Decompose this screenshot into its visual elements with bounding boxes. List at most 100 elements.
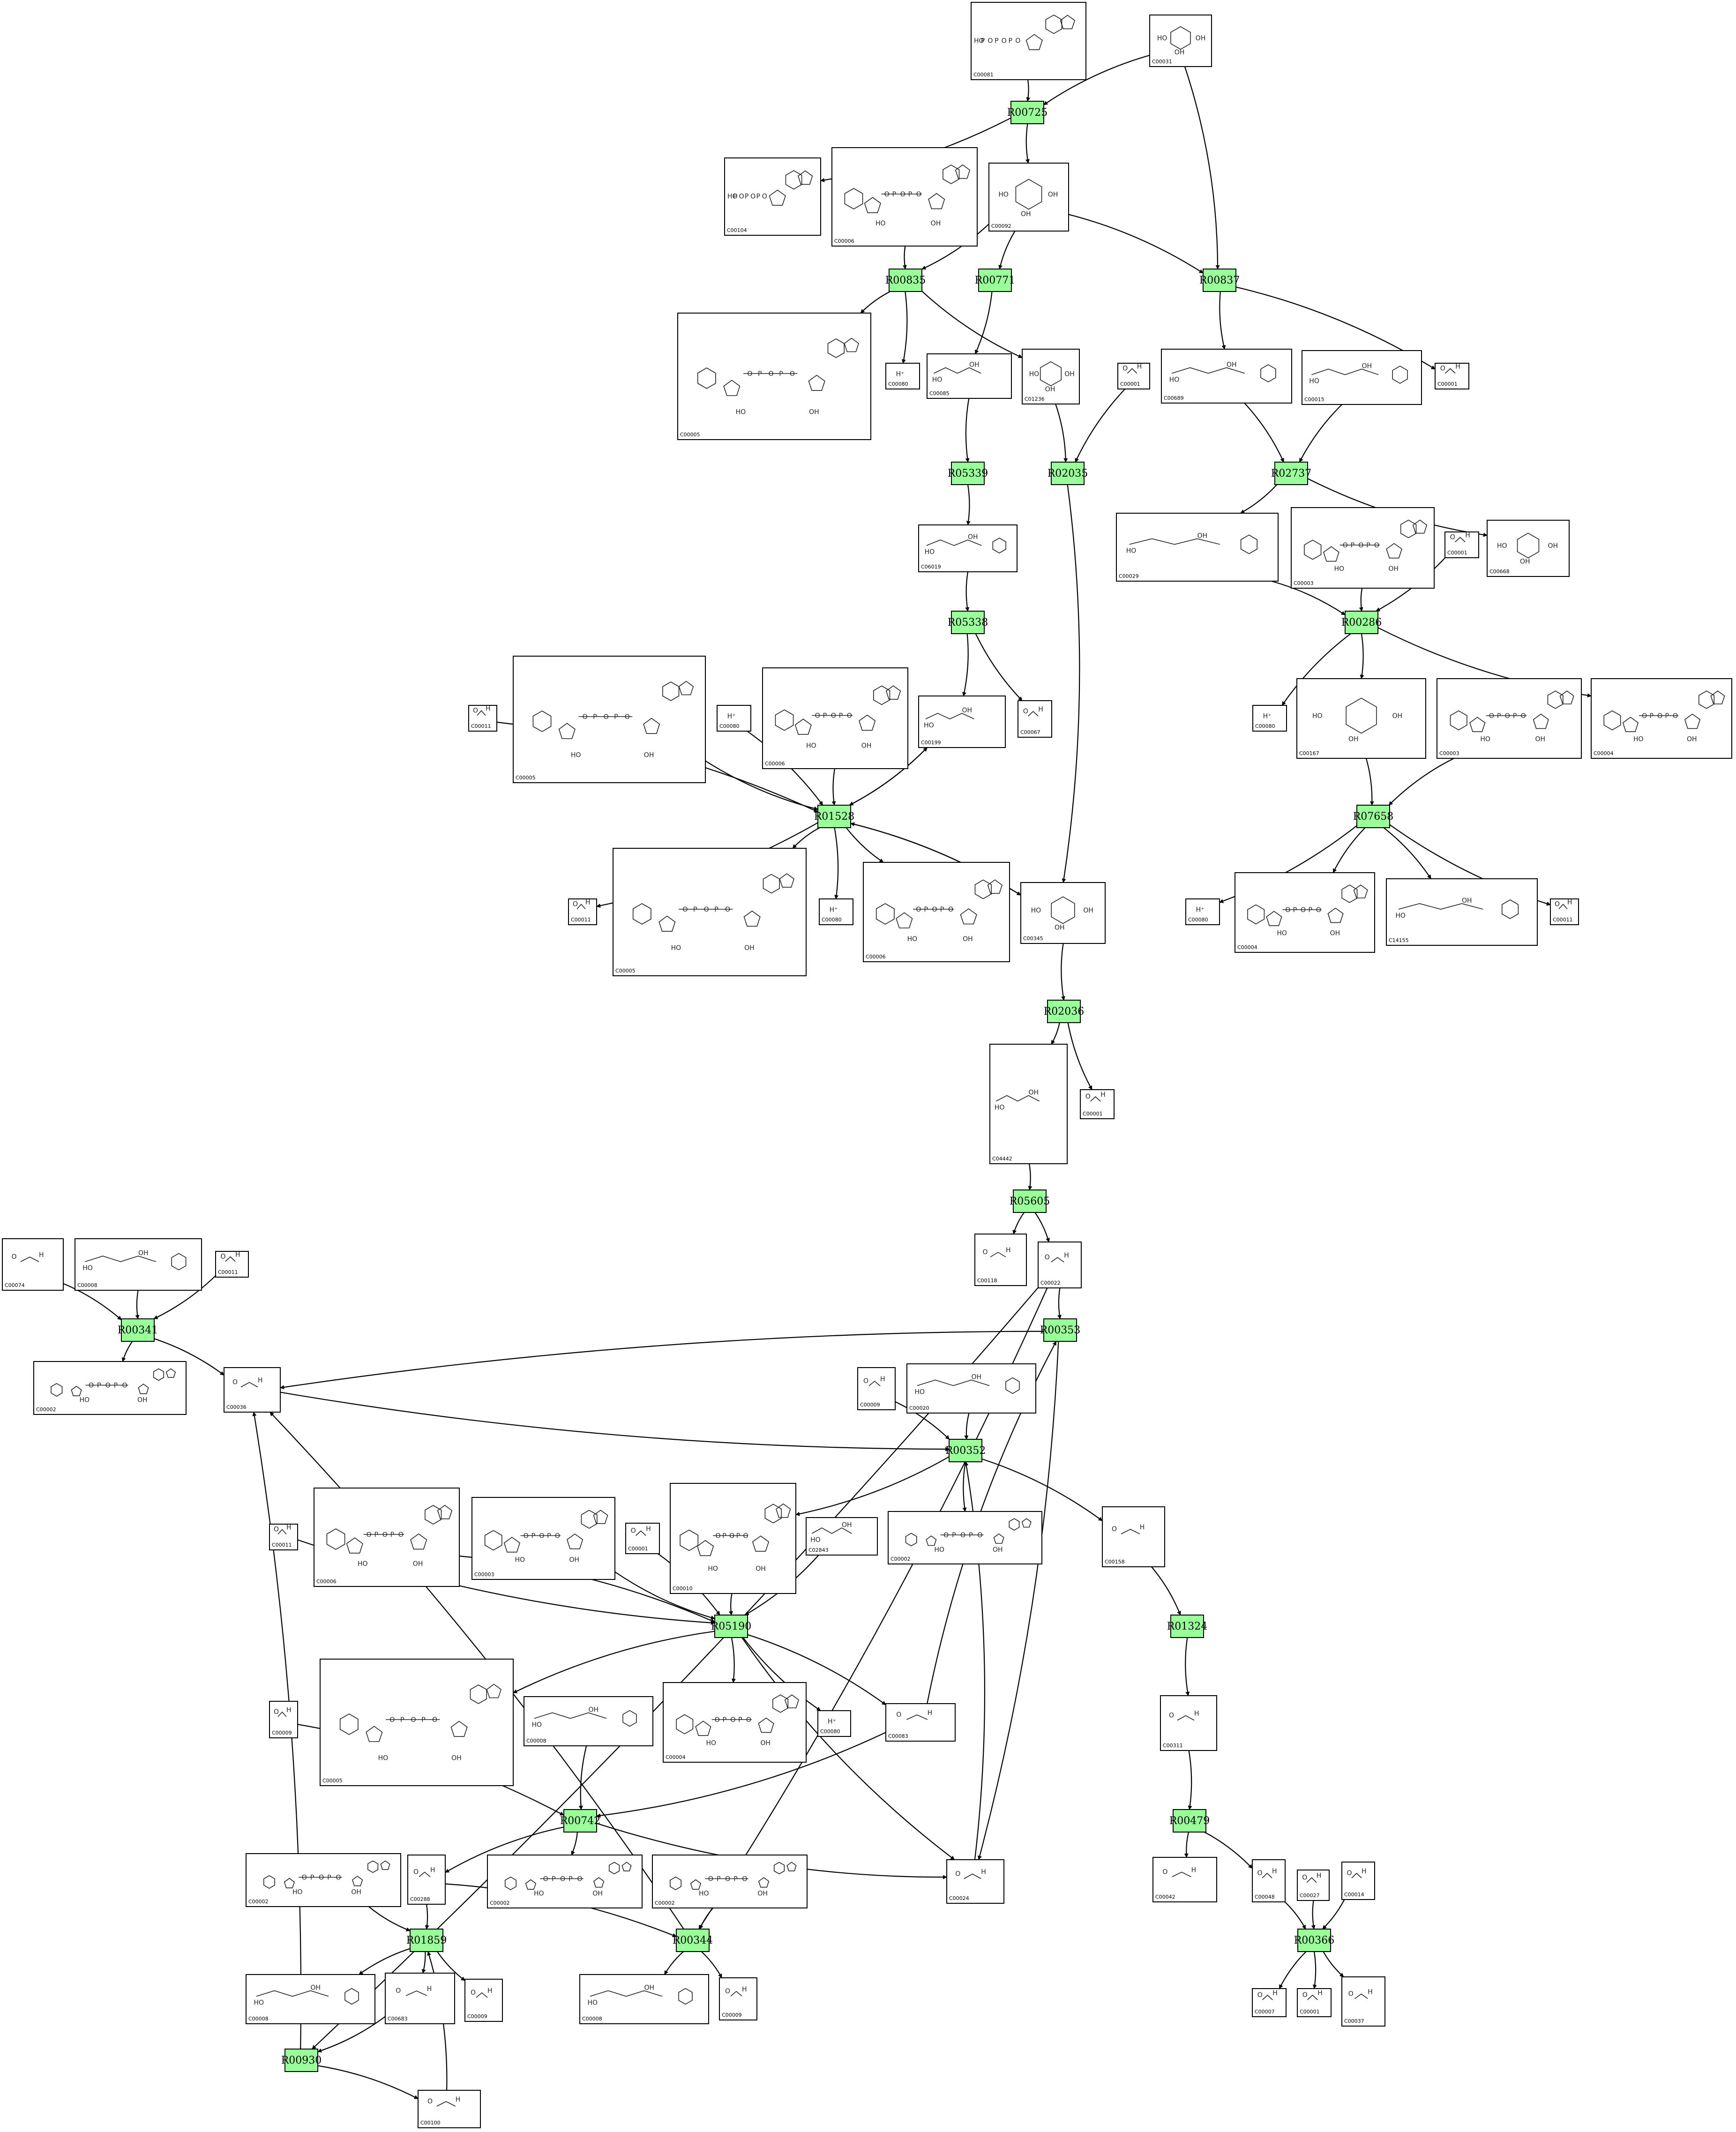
reaction-node[interactable]: R07658: [1353, 805, 1394, 828]
reaction-node[interactable]: R00353: [1040, 1318, 1081, 1342]
reaction-node[interactable]: R00344: [673, 1929, 713, 1952]
reaction-node[interactable]: R00837: [1199, 269, 1240, 292]
reaction-node[interactable]: R01528: [814, 805, 855, 828]
reaction-node[interactable]: R00366: [1294, 1929, 1335, 1952]
compound-node[interactable]: H⁺C00080: [817, 1710, 851, 1737]
reaction-node[interactable]: R00742: [560, 1809, 601, 1833]
reaction-node[interactable]: R00479: [1169, 1809, 1210, 1833]
reaction-node[interactable]: R00725: [1007, 101, 1048, 124]
reaction-node[interactable]: R02035: [1048, 462, 1088, 485]
reaction-node[interactable]: R02036: [1044, 1000, 1085, 1023]
reaction-node[interactable]: R00835: [885, 269, 926, 292]
compound-node[interactable]: H⁺C00080: [717, 705, 751, 732]
compound-node[interactable]: H⁺C00080: [1252, 705, 1287, 732]
reaction-node[interactable]: R01859: [406, 1929, 447, 1952]
reaction-node[interactable]: R05605: [1010, 1189, 1050, 1213]
reaction-node[interactable]: R00771: [975, 269, 1016, 292]
reaction-node[interactable]: R01324: [1167, 1615, 1208, 1638]
reaction-node[interactable]: R05190: [711, 1615, 752, 1638]
reaction-node[interactable]: R05338: [948, 611, 988, 634]
compound-node[interactable]: H⁺C00080: [1185, 898, 1220, 925]
reaction-node[interactable]: R05339: [948, 462, 988, 485]
reaction-node[interactable]: R02737: [1271, 462, 1312, 485]
reaction-node[interactable]: R00352: [945, 1439, 986, 1462]
reaction-node[interactable]: R00930: [281, 2049, 322, 2072]
compound-node[interactable]: H⁺C00080: [819, 898, 853, 925]
reaction-node[interactable]: R00341: [118, 1318, 158, 1342]
